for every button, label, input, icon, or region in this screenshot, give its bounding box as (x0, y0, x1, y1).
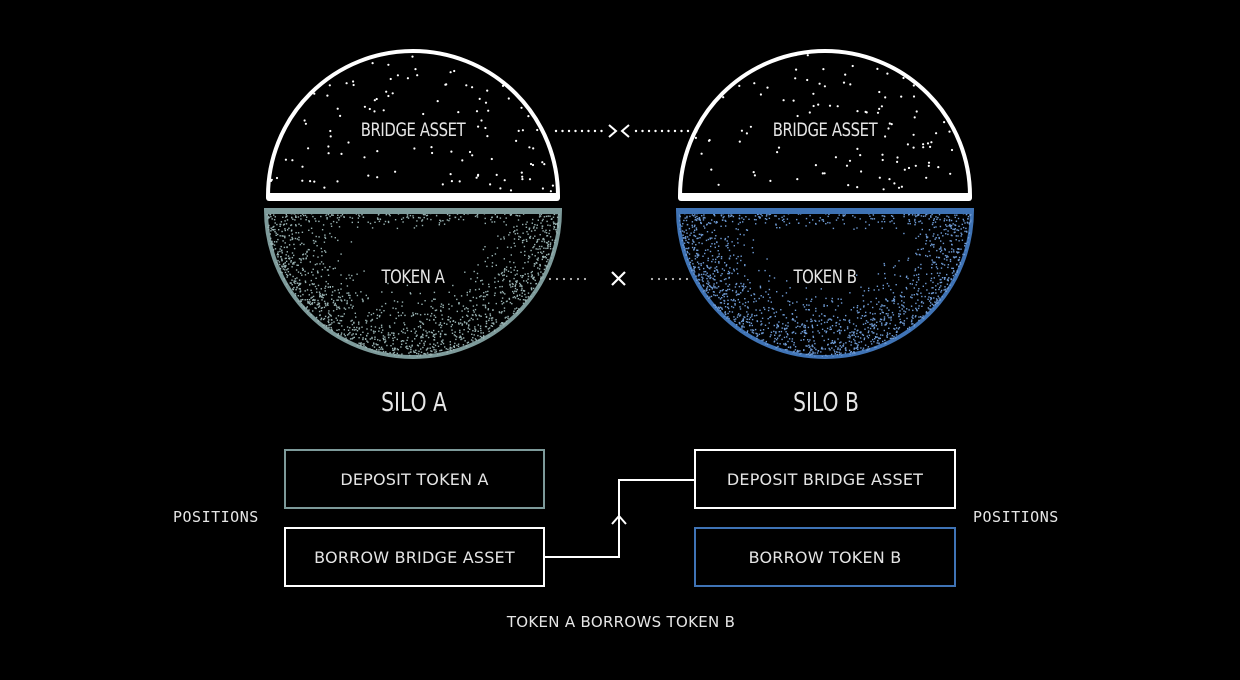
token-link-connector (548, 271, 689, 286)
position-borrow-token-b: BORROW TOKEN B (694, 527, 956, 587)
position-deposit-bridge-asset: DEPOSIT BRIDGE ASSET (694, 449, 956, 509)
position-label: BORROW BRIDGE ASSET (314, 547, 515, 567)
silo-a-title: SILO A (381, 388, 447, 418)
diagram-caption: TOKEN A BORROWS TOKEN B (506, 613, 736, 631)
position-label: DEPOSIT BRIDGE ASSET (726, 469, 924, 489)
position-deposit-token-a: DEPOSIT TOKEN A (284, 449, 545, 509)
silo-a-token-label: TOKEN A (381, 266, 445, 288)
bridge-link-connector (554, 124, 690, 138)
arrow-up-icon (611, 514, 627, 525)
silo-b-positions-label: POSITIONS (973, 508, 1059, 526)
silo-a-bridge-dome (265, 49, 561, 201)
silo-a-positions-label: POSITIONS (173, 508, 259, 526)
position-label: BORROW TOKEN B (748, 547, 902, 567)
converging-arrows-icon (608, 124, 630, 138)
position-borrow-bridge-asset: BORROW BRIDGE ASSET (284, 527, 545, 587)
silo-b-title: SILO B (793, 388, 859, 418)
borrow-to-deposit-flow (545, 479, 695, 558)
cross-icon (611, 271, 626, 286)
silo-b-token-label: TOKEN B (793, 266, 857, 288)
silo-b-bridge-label: BRIDGE ASSET (772, 119, 878, 141)
position-label: DEPOSIT TOKEN A (340, 469, 489, 489)
silo-a-bridge-label: BRIDGE ASSET (360, 119, 466, 141)
